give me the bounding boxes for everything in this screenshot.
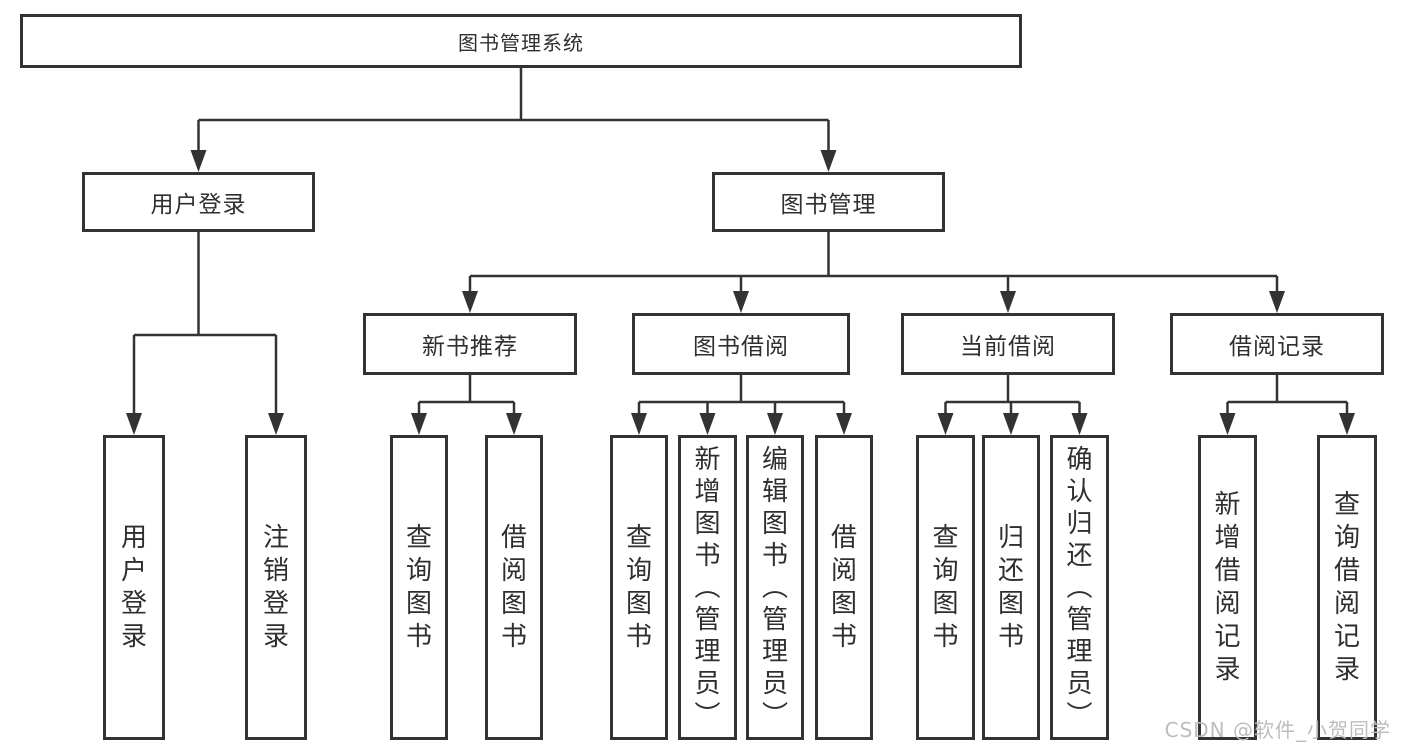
node-book-management: 图书管理 xyxy=(712,172,945,232)
arrowhead-down xyxy=(190,150,207,172)
node-borrowing-records: 借阅记录 xyxy=(1170,313,1384,375)
node-book-borrowing: 图书借阅 xyxy=(632,313,850,375)
arrowhead-down xyxy=(836,413,852,435)
node-new-book-recommendation: 新书推荐 xyxy=(363,313,577,375)
arrowhead-down xyxy=(820,150,837,172)
arrowhead-down xyxy=(1003,413,1019,435)
connector-book-borrow-to-leaves xyxy=(637,375,846,425)
arrowhead-down xyxy=(268,413,284,435)
connector-root-to-level1 xyxy=(197,67,830,162)
node-leaf-return-books: 归 还 图 书 xyxy=(982,435,1040,740)
node-leaf-edit-books-admin: 编 辑 图 书 ︵ 管 理 员 ︶ xyxy=(746,435,804,740)
connector-user-login-to-leaves xyxy=(132,232,278,425)
arrowhead-down xyxy=(506,413,522,435)
arrowhead-down xyxy=(1339,413,1355,435)
arrowhead-down xyxy=(631,413,647,435)
arrowhead-down xyxy=(699,413,716,435)
arrowhead-down xyxy=(126,413,142,435)
node-leaf-query-books-rec: 查 询 图 书 xyxy=(390,435,448,740)
node-leaf-borrow-books: 借 阅 图 书 xyxy=(815,435,873,740)
csdn-watermark: CSDN @软件_小贺同学 xyxy=(1164,718,1391,742)
node-leaf-add-borrow-record: 新 增 借 阅 记 录 xyxy=(1198,435,1257,740)
arrowhead-down xyxy=(1000,291,1016,313)
node-user-login: 用户登录 xyxy=(82,172,315,232)
node-leaf-query-borrow-record: 查 询 借 阅 记 录 xyxy=(1317,435,1377,740)
connector-new-book-rec-to-leaves xyxy=(417,375,516,425)
node-leaf-query-books-current: 查 询 图 书 xyxy=(916,435,975,740)
arrowhead-down xyxy=(733,291,749,313)
arrowhead-down xyxy=(1071,413,1088,435)
arrowhead-down xyxy=(937,413,954,435)
node-current-borrowing: 当前借阅 xyxy=(901,313,1115,375)
arrowhead-down xyxy=(767,413,783,435)
connector-borrow-record-to-leaves xyxy=(1226,375,1349,425)
node-leaf-query-books-borrow: 查 询 图 书 xyxy=(610,435,668,740)
arrowhead-down xyxy=(1269,291,1285,313)
node-leaf-logout: 注 销 登 录 xyxy=(245,435,307,740)
arrowheads xyxy=(126,150,1355,435)
arrowhead-down xyxy=(462,291,478,313)
node-leaf-add-books-admin: 新 增 图 书 ︵ 管 理 员 ︶ xyxy=(678,435,737,740)
node-leaf-user-login: 用 户 登 录 xyxy=(103,435,165,740)
arrowhead-down xyxy=(1219,413,1236,435)
node-leaf-confirm-return-admin: 确 认 归 还 ︵ 管 理 员 ︶ xyxy=(1050,435,1109,740)
node-leaf-borrow-books-rec: 借 阅 图 书 xyxy=(485,435,543,740)
connector-book-mgmt-to-level2 xyxy=(468,232,1279,303)
node-library-management-system: 图书管理系统 xyxy=(20,14,1022,68)
arrowhead-down xyxy=(411,413,427,435)
